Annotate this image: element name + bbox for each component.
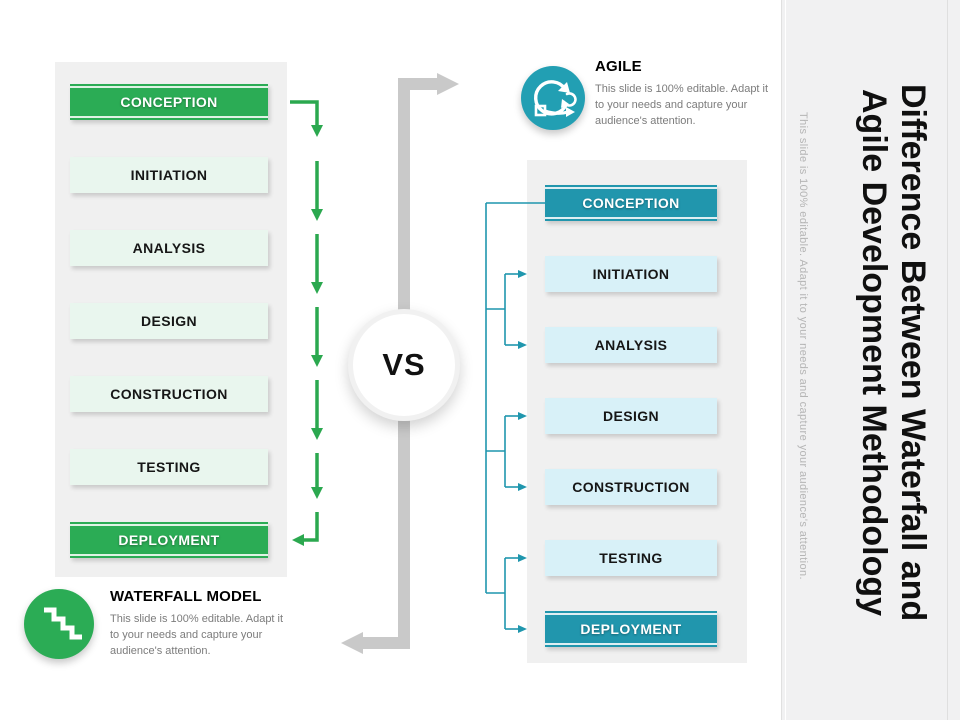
stage-initiation: INITIATION	[70, 157, 268, 193]
agile-cycle-icon	[521, 66, 585, 130]
stage-construction: CONSTRUCTION	[70, 376, 268, 412]
title-sidebar: This slide is 100% editable. Adapt it to…	[781, 0, 960, 720]
slide-title-line1: Difference Between Waterfall and	[894, 84, 932, 622]
staircase-waterfall-icon	[24, 589, 94, 659]
agile-legend: AGILE This slide is 100% editable. Adapt…	[595, 58, 775, 130]
stage-design: DESIGN	[545, 398, 717, 434]
agile-description: This slide is 100% editable. Adapt it to…	[595, 83, 769, 127]
stage-conception: CONCEPTION	[70, 84, 268, 120]
stage-deployment: DEPLOYMENT	[545, 611, 717, 647]
stage-conception: CONCEPTION	[545, 185, 717, 221]
waterfall-flow-arrows	[290, 100, 323, 546]
slide-title-line2: Agile Development Methodology	[855, 89, 893, 617]
slide-title: Difference Between Waterfall and Agile D…	[854, 50, 932, 656]
vs-label: VS	[382, 347, 426, 382]
agile-panel: CONCEPTION INITIATION ANALYSIS DESIGN CONSTR…	[527, 160, 747, 663]
stage-initiation: INITIATION	[545, 256, 717, 292]
stage-deployment: DEPLOYMENT	[70, 522, 268, 558]
stage-testing: TESTING	[545, 540, 717, 576]
waterfall-legend: WATERFALL MODEL This slide is 100% edita…	[110, 588, 290, 660]
waterfall-description: This slide is 100% editable. Adapt it to…	[110, 613, 284, 657]
waterfall-panel: CONCEPTION INITIATION ANALYSIS DESIGN CONSTR…	[55, 62, 287, 577]
vs-badge: VS	[348, 309, 460, 421]
agile-heading: AGILE	[595, 58, 642, 75]
stage-analysis: ANALYSIS	[70, 230, 268, 266]
stage-testing: TESTING	[70, 449, 268, 485]
stage-analysis: ANALYSIS	[545, 327, 717, 363]
waterfall-heading: WATERFALL MODEL	[110, 588, 262, 605]
stage-design: DESIGN	[70, 303, 268, 339]
stage-construction: CONSTRUCTION	[545, 469, 717, 505]
sidebar-editable-note: This slide is 100% editable. Adapt it to…	[797, 112, 809, 580]
